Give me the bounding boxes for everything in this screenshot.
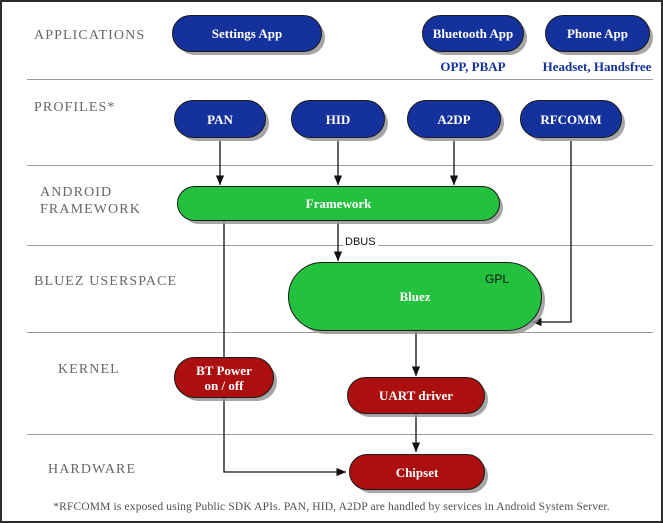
layer-label-hardware: HARDWARE	[48, 462, 137, 477]
node-rfcomm[interactable]: RFCOMM	[520, 100, 622, 138]
caption-phone-app-profiles: Headset, Handsfree	[542, 59, 652, 74]
node-chipset[interactable]: Chipset	[349, 454, 485, 490]
diagram-footnote: *RFCOMM is exposed using Public SDK APIs…	[53, 501, 610, 513]
node-settings-app[interactable]: Settings App	[172, 15, 322, 52]
node-pan[interactable]: PAN	[174, 100, 266, 138]
layer-label-applications: APPLICATIONS	[34, 28, 146, 43]
divider-applications	[27, 79, 653, 80]
node-hid[interactable]: HID	[291, 100, 385, 138]
node-phone-app[interactable]: Phone App	[545, 15, 650, 52]
node-framework[interactable]: Framework	[177, 186, 500, 221]
node-bt-power[interactable]: BT Power on / off	[174, 357, 274, 398]
divider-bluez-userspace	[27, 332, 653, 333]
node-a2dp[interactable]: A2DP	[407, 100, 501, 138]
divider-android-framework	[27, 245, 653, 246]
divider-kernel	[27, 434, 653, 435]
node-bluetooth-app[interactable]: Bluetooth App	[422, 15, 524, 52]
layer-label-android-framework: ANDROID FRAMEWORK	[40, 185, 141, 217]
layer-label-bluez-userspace: BLUEZ USERSPACE	[34, 274, 178, 289]
node-uart-driver[interactable]: UART driver	[347, 377, 485, 414]
divider-profiles	[27, 165, 653, 166]
node-bluez-license-tag: GPL	[485, 272, 510, 286]
caption-bluetooth-app-profiles: OPP, PBAP	[440, 59, 506, 74]
layer-label-kernel: KERNEL	[58, 362, 120, 377]
caption-dbus: DBUS	[343, 236, 378, 248]
layer-label-profiles: PROFILES*	[34, 100, 116, 115]
